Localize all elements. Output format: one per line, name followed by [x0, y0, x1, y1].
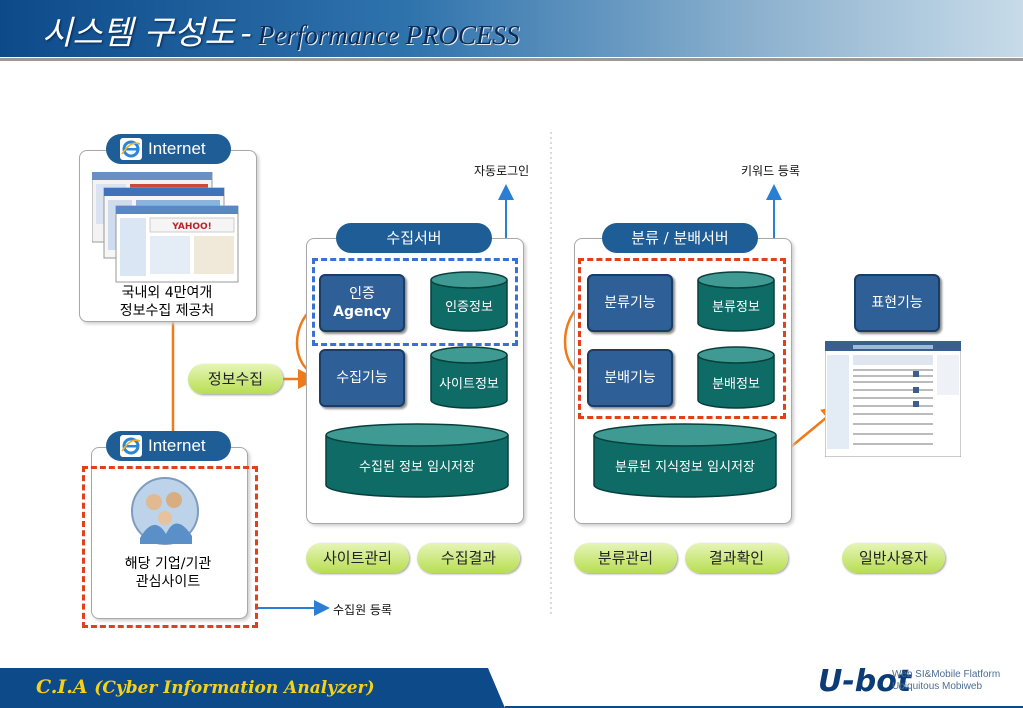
distribute-func-box[interactable]: 분배기능: [587, 349, 673, 407]
product-name: C.I.A (Cyber Information Analyzer): [36, 676, 375, 698]
ie-icon: [120, 435, 142, 457]
classify-server-title: 분류 / 분배서버: [602, 223, 758, 253]
web-screenshots-image: YAHOO!: [92, 172, 239, 283]
classify-func-box[interactable]: 분류기능: [587, 274, 673, 332]
express-func-box[interactable]: 표현기능: [854, 274, 940, 332]
classify-temp-store-db[interactable]: 분류된 지식정보 임시저장: [593, 423, 777, 499]
interest-caption: 해당 기업/기관 관심사이트: [124, 556, 212, 590]
collect-info-pill[interactable]: 정보수집: [188, 364, 283, 394]
header-bar: [0, 0, 1023, 57]
portal-screenshot-image: [825, 341, 961, 457]
keyword-register-label: 키워드 등록: [741, 164, 801, 178]
site-info-label: 사이트정보: [439, 377, 499, 392]
distribute-info-db[interactable]: 분배정보: [697, 346, 775, 410]
site-manage-button[interactable]: 사이트관리: [306, 543, 409, 573]
site-info-db[interactable]: 사이트정보: [430, 346, 508, 410]
collect-temp-store-db[interactable]: 수집된 정보 임시저장: [325, 423, 509, 499]
page-title: 시스템 구성도-Performance PROCESS: [42, 13, 520, 52]
classify-info-label: 분류정보: [712, 300, 760, 315]
source-caption: 국내외 4만여개 정보수집 제공처: [119, 285, 215, 319]
interest-sites-dashed-frame: [82, 466, 258, 628]
classify-dashed-frame: [578, 258, 786, 419]
result-check-button[interactable]: 결과확인: [685, 543, 788, 573]
internet-badge-bottom: Internet: [106, 431, 231, 461]
auth-agency-box[interactable]: 인증 Agency: [319, 274, 405, 332]
svg-text:YAHOO!: YAHOO!: [171, 222, 212, 232]
footer-line: [505, 706, 1023, 708]
register-label: 수집원 등록: [333, 603, 393, 617]
classify-manage-button[interactable]: 분류관리: [574, 543, 677, 573]
ubot-logo: U-bot: [818, 664, 912, 699]
general-user-button[interactable]: 일반사용자: [842, 543, 945, 573]
collect-server-title: 수집서버: [336, 223, 492, 253]
distribute-info-label: 분배정보: [712, 377, 760, 392]
internet-badge-top: Internet: [106, 134, 231, 164]
collect-func-box[interactable]: 수집기능: [319, 349, 405, 407]
footer-band: [0, 668, 505, 708]
auth-info-label: 인증정보: [445, 300, 493, 315]
collect-temp-store-label: 수집된 정보 임시저장: [359, 460, 475, 475]
classify-temp-store-label: 분류된 지식정보 임시저장: [615, 460, 755, 475]
auto-login-label: 자동로그인: [474, 164, 530, 178]
auth-info-db[interactable]: 인증정보: [430, 271, 508, 333]
family-photo: [131, 477, 199, 545]
logo-tagline: Web SI&Mobile Flatform Ubiquitous Mobiwe…: [892, 669, 1001, 692]
collect-result-button[interactable]: 수집결과: [417, 543, 520, 573]
ie-icon: [120, 138, 142, 160]
auth-dashed-frame: [312, 258, 518, 346]
classify-info-db[interactable]: 분류정보: [697, 271, 775, 333]
header-divider: [0, 58, 1023, 61]
